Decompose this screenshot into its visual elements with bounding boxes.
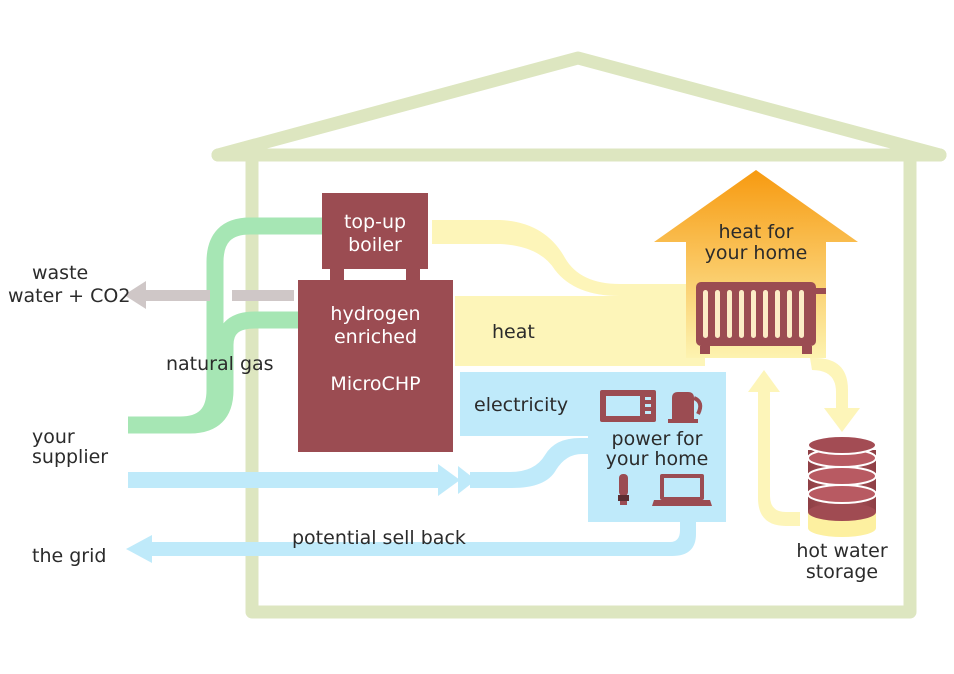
top-up-boiler [322, 193, 428, 280]
the-grid-label: the grid [32, 545, 107, 567]
boiler-label-line1: top-up [343, 211, 407, 233]
power-home-label-line1: power for [611, 428, 703, 450]
natural-gas-label: natural gas [166, 353, 274, 375]
chp-label-line1: hydrogen [330, 303, 421, 325]
power-home-label-line2: your home [605, 448, 709, 470]
heat-flows [432, 220, 860, 526]
heat-label: heat [492, 321, 535, 343]
chp-label-line3: MicroCHP [330, 373, 421, 395]
heat-home-label-line2: your home [704, 242, 808, 264]
radiator-icon [696, 282, 826, 354]
hot-water-tank-icon [807, 435, 877, 537]
microwave-icon [600, 390, 656, 422]
storage-label-line1: hot water [796, 540, 888, 562]
house-outline [211, 51, 947, 619]
waste-arrow [124, 281, 294, 309]
sell-back-label: potential sell back [292, 527, 466, 549]
light-bulb-icon [618, 474, 629, 505]
waste-label-line2: water + CO2 [8, 285, 131, 307]
boiler-label-line2: boiler [348, 234, 402, 256]
heat-home-label-line1: heat for [718, 221, 794, 243]
your-supplier-label-line1: your [32, 426, 75, 448]
electricity-label: electricity [474, 394, 569, 416]
waste-label-line1: waste [32, 262, 89, 284]
storage-label-line2: storage [805, 561, 879, 583]
chp-label-line2: enriched [333, 326, 418, 348]
microchp-unit [298, 280, 453, 452]
kettle-icon [668, 392, 703, 423]
your-supplier-label-line2: supplier [32, 446, 109, 468]
laptop-icon [652, 474, 712, 506]
natural-gas-pipes [128, 217, 322, 434]
